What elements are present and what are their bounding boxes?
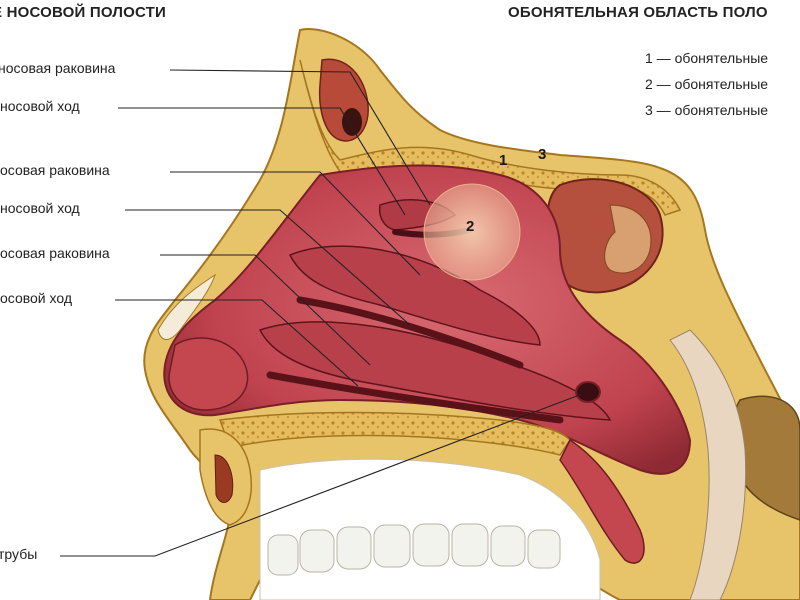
marker-1: 1 <box>499 152 508 169</box>
label-lower-concha: осовая раковина <box>0 245 110 261</box>
label-upper-concha: носовая раковина <box>0 60 116 76</box>
lower-concha <box>258 321 612 421</box>
leader-middle-concha <box>170 171 421 276</box>
leader-upper-meatus <box>118 107 406 216</box>
label-upper-meatus: носовой ход <box>0 98 80 114</box>
sphenoid-sinus-inner <box>603 204 652 274</box>
hard-palate <box>218 411 571 456</box>
middle-meatus-groove <box>296 296 524 369</box>
leader-upper-concha <box>169 69 431 206</box>
soft-palate <box>559 438 645 564</box>
label-middle-meatus: носовой ход <box>0 200 80 216</box>
lower-meatus-groove <box>266 371 564 424</box>
leader-lines <box>60 69 583 557</box>
leader-tube <box>60 393 583 557</box>
middle-concha <box>288 245 541 346</box>
label-tube: трубы <box>0 546 38 562</box>
frontal-sinus-cavity <box>342 108 362 136</box>
teeth-row <box>267 523 561 576</box>
legend-item-1: 1 — обонятельные <box>645 50 769 66</box>
lip-inner <box>214 454 234 503</box>
leader-lower-concha <box>160 254 371 366</box>
nasal-vestibule <box>168 337 249 411</box>
pharynx-wall <box>669 329 747 600</box>
title-left: Е НОСОВОЙ ПОЛОСТИ <box>0 4 166 21</box>
marker-3: 3 <box>538 146 547 163</box>
auditory-tube-opening <box>575 381 601 403</box>
legend-item-2: 2 — обонятельные <box>645 76 769 92</box>
legend-item-3: 3 — обонятельные <box>645 102 769 118</box>
leader-middle-meatus <box>125 209 411 326</box>
title-right: ОБОНЯТЕЛЬНАЯ ОБЛАСТЬ ПОЛО <box>508 4 768 21</box>
marker-2: 2 <box>466 218 475 235</box>
label-middle-concha: осовая раковина <box>0 162 110 178</box>
leader-lower-meatus <box>115 299 359 387</box>
label-lower-meatus: осовой ход <box>0 290 72 306</box>
nasal-cartilage <box>157 273 216 340</box>
olfactory-region-highlight <box>423 183 521 281</box>
